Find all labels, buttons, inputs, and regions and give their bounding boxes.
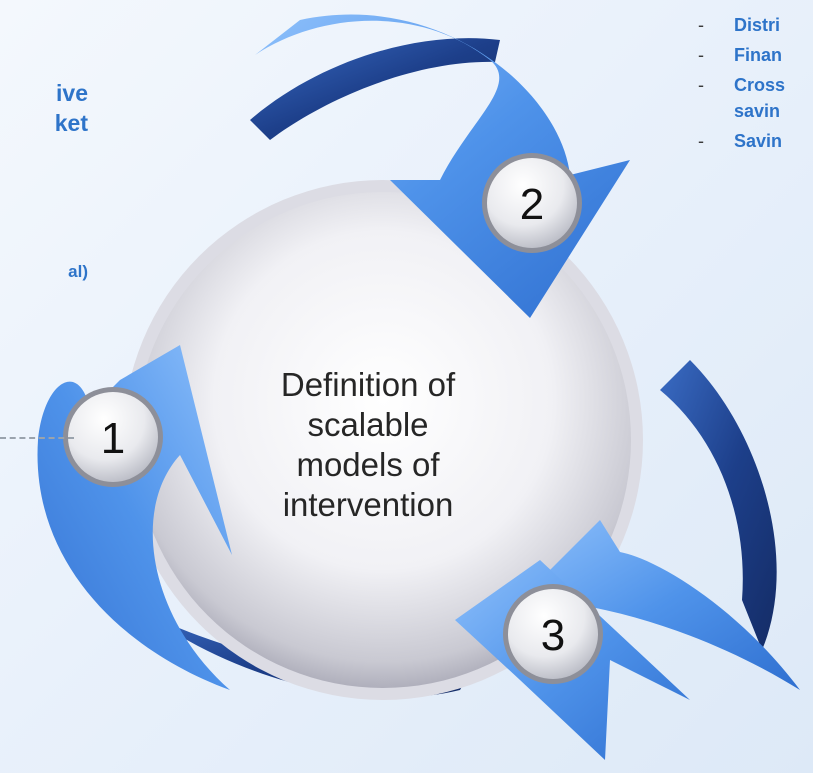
right-item-label: Finan xyxy=(734,45,782,65)
right-item-label: Cross savin xyxy=(734,75,786,121)
left-subtext: al) xyxy=(68,262,88,281)
left-heading-line2: ket xyxy=(54,110,88,136)
center-title-line2: models of intervention xyxy=(282,446,454,523)
step-badge-3: 3 xyxy=(503,584,603,684)
arrow-back-top xyxy=(250,38,500,140)
right-item-label: Savin xyxy=(734,131,783,151)
center-title-line1: Definition of scalable xyxy=(280,366,456,443)
right-item-label: Distri xyxy=(734,15,781,35)
left-heading-line1: ive xyxy=(56,80,88,106)
dashed-connector xyxy=(0,437,74,439)
right-bullet-list: - Distri - Finan - Cross savin - Savin xyxy=(698,12,785,154)
left-heading: ive ket xyxy=(40,78,88,138)
center-title: Definition of scalable models of interve… xyxy=(218,365,518,525)
arrow-3 xyxy=(520,520,800,690)
step-number-3: 3 xyxy=(541,611,565,660)
bullet-dash: - xyxy=(698,75,704,95)
bullet-dash: - xyxy=(698,131,704,151)
step-number-2: 2 xyxy=(520,180,544,229)
step-badge-1: 1 xyxy=(63,387,163,487)
bullet-dash: - xyxy=(698,15,704,35)
right-item-2: - Finan xyxy=(698,42,785,68)
right-item-3: - Cross savin xyxy=(698,72,785,124)
right-item-1: - Distri xyxy=(698,12,785,38)
right-item-4: - Savin xyxy=(698,128,785,154)
arrow-back-right xyxy=(660,360,777,650)
step-number-1: 1 xyxy=(101,414,125,463)
center-disc xyxy=(135,192,631,688)
bullet-dash: - xyxy=(698,45,704,65)
step-badge-2: 2 xyxy=(482,153,582,253)
